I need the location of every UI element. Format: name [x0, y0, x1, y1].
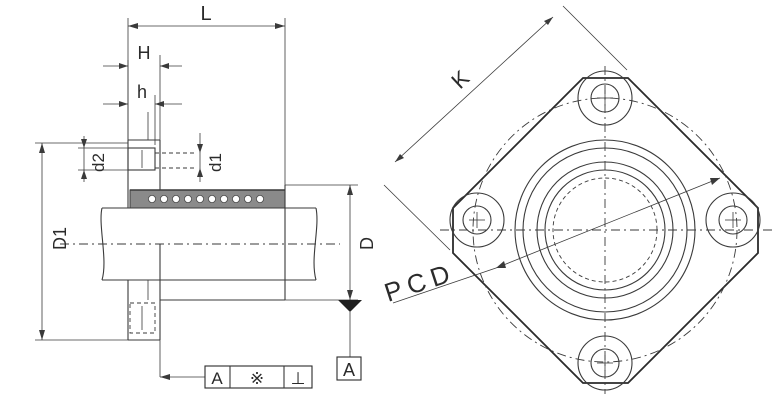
flange-lower — [127, 280, 161, 341]
datum-triangle — [338, 300, 362, 312]
flange-outline — [452, 77, 759, 384]
label-h: h — [137, 82, 147, 102]
ball-bushing — [129, 189, 286, 209]
label-D: D — [357, 237, 377, 250]
dim-h: h — [103, 82, 182, 145]
bolt-hole-top — [577, 70, 633, 126]
label-D1: D1 — [50, 227, 70, 250]
bore-inner-circle — [544, 169, 666, 291]
dim-H: H — [103, 43, 182, 145]
shaft-hidden-circle — [552, 177, 658, 283]
tolerance-datum: A — [211, 369, 223, 388]
balls — [147, 194, 264, 203]
perpendicularity-symbol: ⊥ — [291, 369, 306, 388]
housing-ring-circle — [522, 147, 688, 313]
dim-K: K — [383, 5, 628, 251]
bore-circle — [536, 161, 674, 299]
label-H: H — [138, 43, 151, 63]
datum-label: A — [343, 360, 355, 380]
datum-box — [336, 356, 362, 381]
shaft — [60, 207, 340, 281]
datum-A: A — [336, 300, 362, 381]
dim-d1: d1 — [197, 133, 225, 182]
tolerance-symbol: ※ — [250, 369, 264, 388]
front-view: K — [381, 5, 772, 394]
label-d1: d1 — [206, 153, 225, 172]
label-d2: d2 — [89, 153, 108, 172]
bolt-hole-right — [705, 192, 761, 248]
dim-D: D — [285, 184, 377, 301]
dim-D1: D1 — [35, 142, 128, 341]
dim-d2: d2 — [78, 136, 128, 182]
side-view: L H h — [35, 3, 377, 389]
dim-PCD: PCD — [381, 177, 721, 308]
label-L: L — [200, 3, 211, 25]
label-K: K — [446, 65, 474, 94]
housing-outer-circle — [514, 139, 696, 321]
tolerance-frame: A ※ ⊥ — [159, 340, 313, 389]
housing — [159, 185, 286, 301]
label-PCD: PCD — [381, 257, 460, 308]
flange-upper — [127, 139, 195, 208]
bolt-hole-left — [449, 192, 505, 248]
bolt-hole-bottom — [577, 335, 633, 391]
